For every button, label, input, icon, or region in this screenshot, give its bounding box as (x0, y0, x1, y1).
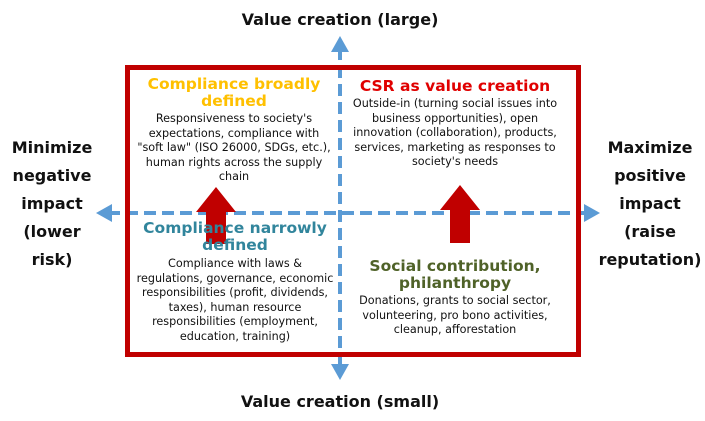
quadrant-body-social-contribution: Donations, grants to social sector, volu… (359, 294, 551, 336)
axis-label-left: Minimize negative impact (lower risk) (11, 138, 93, 269)
quadrant-title-compliance-broadly: Compliance broadly defined (147, 75, 321, 110)
top-arrowhead (331, 36, 349, 52)
right-up-arrow-icon (440, 185, 480, 243)
left-up-arrow-icon (196, 187, 236, 244)
bottom-arrowhead (331, 364, 349, 380)
quadrant-body-csr-value-creation: Outside-in (turning social issues into b… (352, 97, 558, 168)
left-arrowhead (96, 204, 112, 222)
axis-label-right: Maximize positive impact (raise reputati… (598, 138, 702, 269)
quadrant-frame (125, 65, 581, 357)
axis-label-top: Value creation (large) (241, 10, 439, 29)
axis-label-bottom: Value creation (small) (240, 392, 440, 411)
quadrant-title-social-contribution: Social contribution, philanthropy (369, 257, 541, 292)
quadrant-body-compliance-broadly: Responsiveness to society's expectations… (137, 112, 331, 183)
quadrant-body-compliance-narrowly: Compliance with laws & regulations, gove… (136, 257, 334, 343)
quadrant-title-compliance-narrowly: Compliance narrowly defined (143, 219, 327, 254)
quadrant-title-csr-value-creation: CSR as value creation (359, 77, 551, 95)
right-arrowhead (584, 204, 600, 222)
